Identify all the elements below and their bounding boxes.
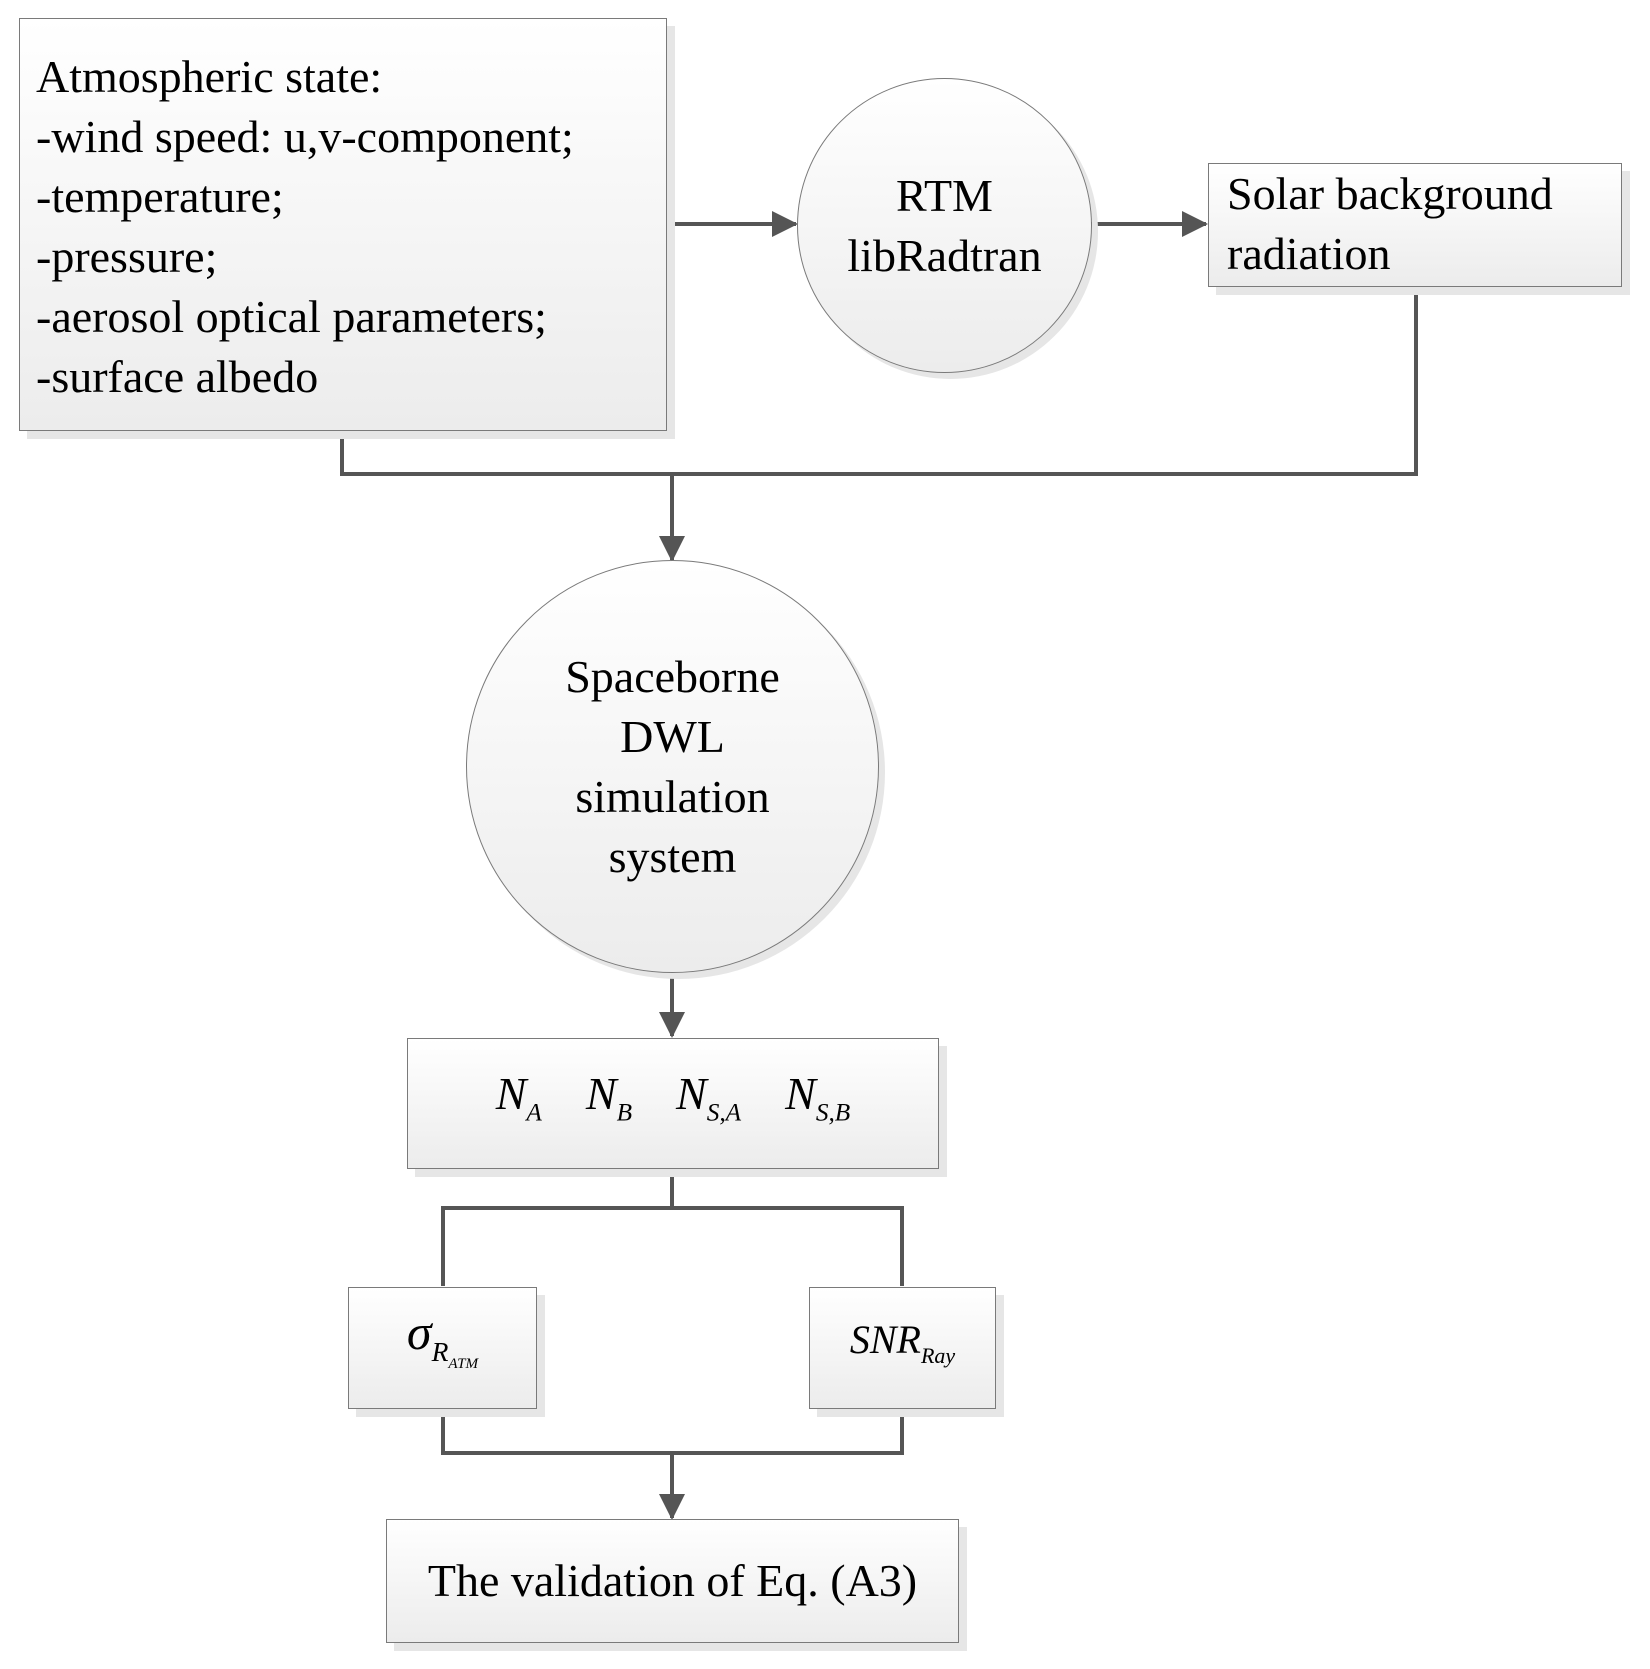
count-term-na: NA [495, 1068, 542, 1127]
solar-background-box: Solar background radiation [1208, 163, 1622, 287]
split-line [441, 1168, 674, 1286]
sigma-box: σRATM [348, 1287, 537, 1409]
rtm-node: RTM libRadtran [797, 78, 1092, 373]
solar-label-line2: radiation [1227, 228, 1391, 279]
merge-line-bottom [441, 1408, 904, 1455]
validation-label: The validation of Eq. (A3) [427, 1555, 918, 1606]
dwl-label: system [608, 830, 737, 882]
atmospheric-item: -surface albedo [36, 351, 319, 402]
atmospheric-item: -pressure; [36, 231, 218, 282]
atmospheric-state-title: Atmospheric state: [36, 51, 383, 102]
sigma-label: σRATM [406, 1303, 479, 1373]
merge-line-top [340, 286, 1418, 476]
count-term-nsa: NS,A [676, 1068, 742, 1127]
dwl-label: DWL [620, 710, 725, 762]
rtm-label: RTM [896, 169, 993, 221]
rtm-sublabel: libRadtran [847, 229, 1042, 281]
split-line-right [672, 1206, 904, 1286]
validation-box: The validation of Eq. (A3) [386, 1519, 959, 1643]
count-term-nsb: NS,B [785, 1068, 851, 1127]
photon-counts-box: NA NB NS,A NS,B [407, 1038, 939, 1169]
solar-label-line1: Solar background [1227, 168, 1553, 219]
dwl-simulation-node: Spaceborne DWL simulation system [466, 560, 879, 973]
dwl-label: Spaceborne [565, 650, 780, 702]
atmospheric-item: -aerosol optical parameters; [36, 291, 547, 342]
count-term-nb: NB [585, 1068, 633, 1127]
dwl-label: simulation [575, 770, 770, 822]
snr-box: SNRRay [809, 1287, 996, 1409]
atmospheric-state-box: Atmospheric state: -wind speed: u,v-comp… [19, 18, 667, 431]
snr-label: SNRRay [849, 1317, 956, 1368]
atmospheric-item: -wind speed: u,v-component; [36, 111, 574, 162]
atmospheric-item: -temperature; [36, 171, 284, 222]
